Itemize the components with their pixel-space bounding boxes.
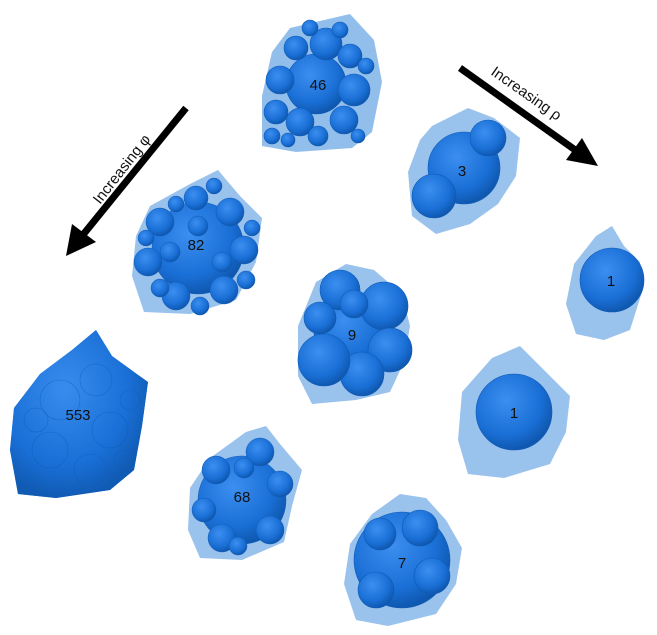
particle-label: 68: [234, 489, 251, 506]
particle-1-upper: 1: [566, 226, 644, 340]
particle-82: 82: [132, 170, 262, 315]
particle-7: 7: [344, 494, 462, 626]
particle-label: 82: [188, 237, 205, 254]
arrow-phi-label: Increasing φ: [90, 131, 155, 207]
particle-46: 46: [262, 14, 382, 152]
particle-label: 1: [607, 273, 615, 290]
particle-label: 553: [65, 407, 90, 424]
particle-1-lower: 1: [458, 346, 570, 478]
particle-68: 68: [188, 426, 302, 560]
particle-3: 3: [408, 108, 520, 234]
particle-label: 7: [398, 555, 406, 572]
particle-label: 3: [458, 163, 466, 180]
particle-label: 9: [348, 327, 356, 344]
particle-9: 9: [298, 264, 412, 404]
particle-553: 553: [10, 330, 148, 498]
particle-label: 1: [510, 405, 518, 422]
arrow-rho-head: [566, 138, 598, 166]
particle-label: 46: [310, 77, 327, 94]
